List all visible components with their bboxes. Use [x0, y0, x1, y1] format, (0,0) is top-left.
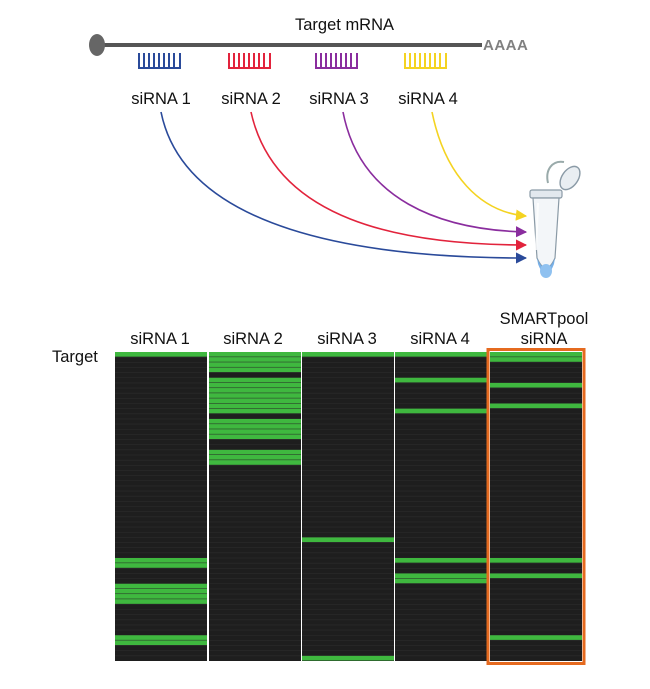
- heatmap-hit-cell: [115, 352, 207, 357]
- microcentrifuge-tube-icon: [529, 160, 581, 278]
- heatmap-hit-cell: [209, 449, 301, 455]
- heatmap-column-header-sirna-1: siRNA 1: [130, 330, 190, 348]
- sirna-4-label: siRNA 4: [398, 90, 458, 108]
- heatmap-hit-cell: [490, 573, 582, 579]
- heatmap-hit-cell: [209, 398, 301, 403]
- sirna-1-label: siRNA 1: [131, 90, 191, 108]
- five-prime-cap-icon: [89, 34, 105, 56]
- sirna-3-arrow: [342, 111, 528, 238]
- heatmap-hit-cell: [209, 424, 301, 429]
- heatmap-hit-cell: [209, 377, 301, 383]
- heatmap-hit-cell: [115, 563, 207, 568]
- heatmap-target-row-label: Target: [52, 348, 98, 366]
- heatmap-hit-cell: [395, 558, 487, 563]
- heatmap-hit-cell: [302, 537, 394, 543]
- heatmap-hit-cell: [209, 434, 301, 440]
- heatmap-hit-cell: [209, 367, 301, 373]
- heatmap-hit-cell: [115, 583, 207, 589]
- heatmap-hit-cell: [115, 640, 207, 646]
- heatmap-hit-cell: [490, 635, 582, 640]
- heatmap-hit-cell: [302, 655, 394, 661]
- sirna-4-comb-icon: [404, 53, 447, 69]
- sirna-1-comb-icon: [138, 53, 181, 69]
- heatmap-hit-cell: [209, 393, 301, 398]
- heatmap-hit-cell: [490, 352, 582, 357]
- sirna-1-arrow: [160, 111, 528, 264]
- mrna-label: Target mRNA: [295, 16, 395, 34]
- heatmap-hit-cell: [209, 388, 301, 393]
- heatmap-column-header-sirna-4: siRNA 4: [410, 330, 470, 348]
- heatmap-hit-cell: [115, 588, 207, 594]
- heatmap-hit-cell: [209, 455, 301, 460]
- heatmap-hit-cell: [490, 357, 582, 362]
- heatmap-hit-cell: [490, 558, 582, 563]
- heatmap-hit-cell: [490, 403, 582, 409]
- heatmap-hit-cell: [209, 357, 301, 362]
- heatmap-hit-cell: [115, 599, 207, 604]
- sirna-3-comb-icon: [315, 53, 358, 69]
- expression-heatmap: [115, 348, 586, 665]
- heatmap-hit-cell: [115, 635, 207, 640]
- heatmap-hit-cell: [209, 418, 301, 424]
- poly-a-tail-label: AAAA: [483, 37, 529, 54]
- sirna-4-arrow: [431, 111, 528, 221]
- heatmap-column-header-sirna-3: siRNA 3: [317, 330, 377, 348]
- heatmap-hit-cell: [209, 352, 301, 357]
- heatmap-column-header-smartpool-line1: SMARTpool: [499, 310, 589, 328]
- heatmap-hit-cell: [115, 594, 207, 599]
- heatmap-hit-cell: [209, 460, 301, 465]
- sirna-3-label: siRNA 3: [309, 90, 369, 108]
- sirna-2-arrow: [250, 111, 528, 251]
- heatmap-hit-cell: [395, 352, 487, 357]
- heatmap-hit-cell: [209, 382, 301, 388]
- heatmap-hit-cell: [395, 573, 487, 579]
- sirna-2-comb-icon: [228, 53, 271, 69]
- heatmap-hit-cell: [302, 352, 394, 357]
- heatmap-hit-cell: [395, 377, 487, 383]
- sirna-design-diagram: siRNA 1 siRNA 2 siRNA 3 siRNA 4: [89, 34, 581, 278]
- heatmap-hit-cell: [209, 408, 301, 414]
- heatmap-hit-cell: [395, 578, 487, 584]
- smartpool-highlight-box: [486, 348, 586, 665]
- heatmap-hit-cell: [115, 558, 207, 563]
- heatmap-hit-cell: [395, 408, 487, 414]
- heatmap-hit-cell: [209, 429, 301, 434]
- heatmap-hit-cell: [209, 362, 301, 367]
- heatmap-hit-cell: [209, 403, 301, 409]
- sirna-2-label: siRNA 2: [221, 90, 281, 108]
- heatmap-hit-cell: [490, 382, 582, 388]
- heatmap-column-header-sirna-2: siRNA 2: [223, 330, 283, 348]
- heatmap-column-header-smartpool-line2: siRNA: [520, 330, 568, 348]
